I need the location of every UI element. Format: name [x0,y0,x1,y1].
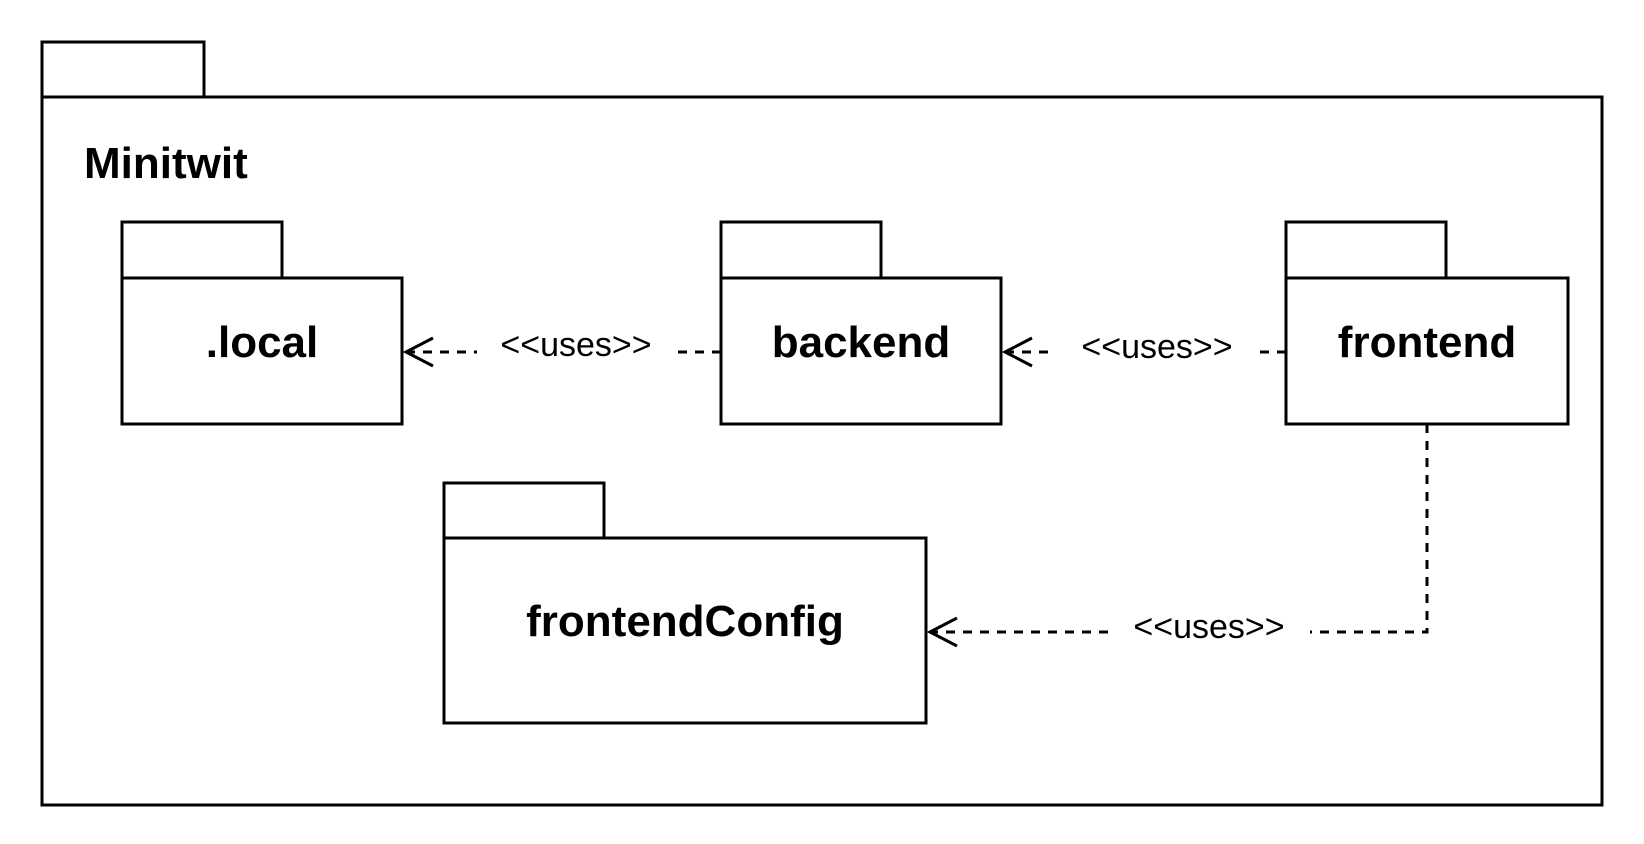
package-frontendconfig-tab [442,481,606,540]
package-local-name: .local [206,318,319,367]
dependency-label-background [1056,332,1258,372]
package-local-body [120,276,404,426]
package-local-tab [120,220,284,280]
dependency-label-uses: <<uses>> [1133,608,1284,646]
dependency-label-uses: <<uses>> [1081,328,1232,366]
outer-package-name: Minitwit [84,139,248,188]
dependency-label-background [477,330,675,370]
package-frontend-tab [1284,220,1448,280]
dependency-frontend-frontendconfig: <<uses>> [926,424,1429,652]
open-arrowhead-icon [402,336,434,368]
package-backend-tab [719,220,883,280]
package-frontendconfig: frontendConfig [442,481,928,725]
package-frontend: frontend [1284,220,1570,426]
outer-package-tab [40,40,206,99]
package-local: .local [120,220,404,426]
package-frontend-name: frontend [1338,318,1516,367]
dependency-label-uses: <<uses>> [500,326,651,364]
dependency-backend-local: <<uses>> [402,326,721,370]
package-frontend-body [1284,276,1570,426]
package-frontendconfig-body [442,536,928,725]
package-backend-body [719,276,1003,426]
open-arrowhead-icon [1001,336,1033,368]
dependency-line [930,424,1429,634]
package-backend: backend [719,220,1003,426]
package-frontendconfig-name: frontendConfig [526,597,844,646]
dependency-label-background [1108,612,1310,652]
dependency-frontend-backend: <<uses>> [1001,328,1286,372]
package-backend-name: backend [772,318,951,367]
open-arrowhead-icon [926,616,958,648]
